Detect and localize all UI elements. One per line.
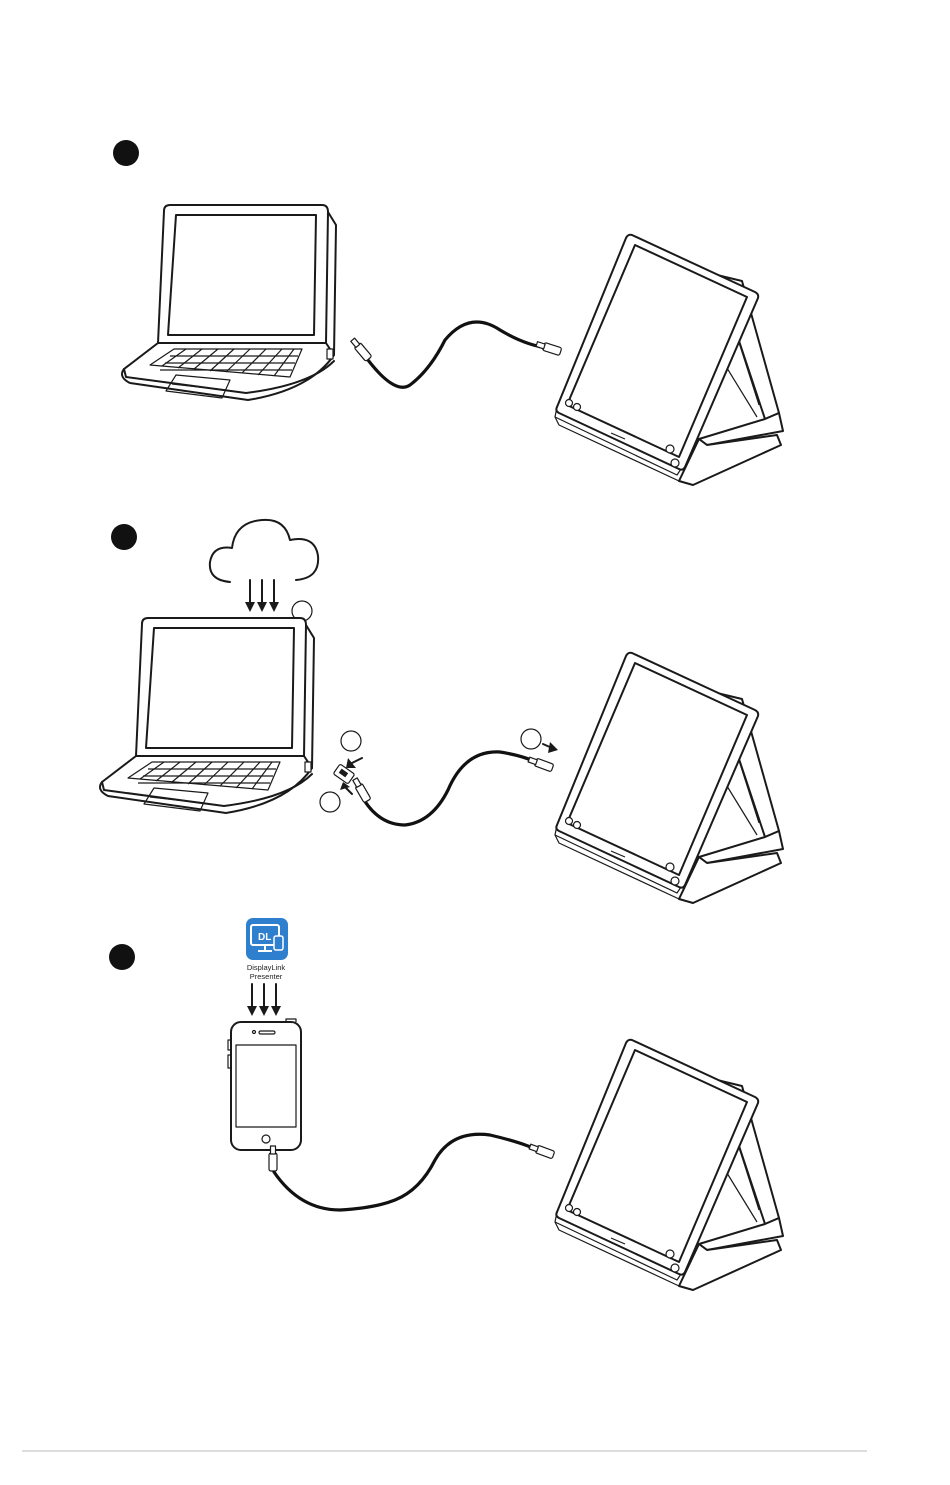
step-1-usb-cable [368, 322, 548, 387]
download-arrows-icon [245, 580, 279, 612]
cloud-icon [210, 520, 318, 582]
step-2-portable-monitor [555, 653, 783, 903]
step-2-laptop-plug [352, 777, 371, 803]
step-2-monitor-plug [528, 756, 554, 772]
step-3-monitor-plug [529, 1143, 555, 1159]
substep-marker-d [521, 729, 541, 749]
substep-marker-b [341, 731, 361, 751]
step-2-laptop-illustration [100, 618, 314, 813]
download-arrows-icon [247, 984, 281, 1016]
app-icon-label-line2: Presenter [250, 972, 283, 981]
displaylink-presenter-app-icon: DL [246, 918, 288, 960]
step-1-marker [113, 140, 139, 166]
app-icon-label-line1: DisplayLink [247, 963, 286, 972]
step-2-usb-cable [364, 752, 540, 825]
smartphone-illustration [228, 1019, 301, 1150]
step-1-portable-monitor [555, 235, 783, 485]
step-1-laptop-plug [350, 337, 372, 361]
step-1-laptop-illustration [122, 205, 336, 400]
substep-marker-c [320, 792, 340, 812]
app-icon-abbr: DL [258, 932, 271, 943]
step-2-marker [111, 524, 137, 550]
step-3-portable-monitor [555, 1040, 783, 1290]
footer-divider [22, 1450, 867, 1452]
step-3-usb-cable [274, 1134, 538, 1210]
step-1-monitor-plug [536, 340, 562, 355]
step-3-phone-plug [269, 1146, 277, 1171]
step-3-marker [109, 944, 135, 970]
